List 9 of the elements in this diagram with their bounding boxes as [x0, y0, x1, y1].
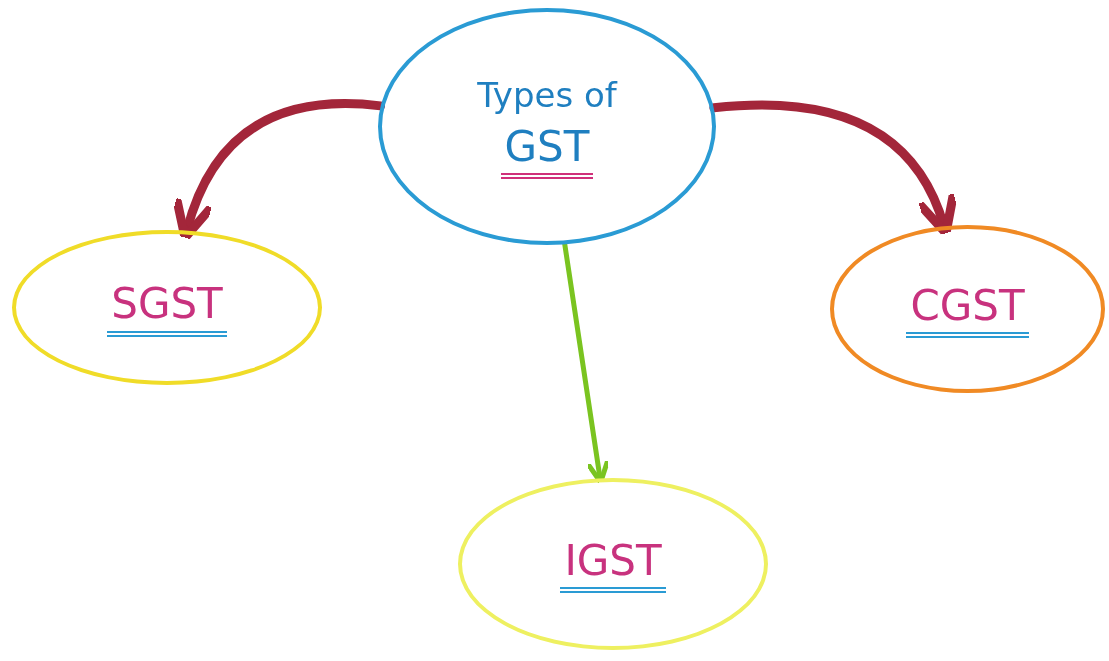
ellipse-node: [378, 8, 716, 245]
node-text: GST: [500, 120, 594, 179]
ellipse-node: [830, 225, 1105, 393]
node-text: Types of: [477, 74, 617, 117]
node-text: IGST: [560, 534, 666, 594]
ellipse-node: [458, 478, 768, 650]
node-text: SGST: [107, 278, 227, 337]
ellipse-node: [12, 230, 322, 385]
node-text: CGST: [906, 279, 1029, 339]
